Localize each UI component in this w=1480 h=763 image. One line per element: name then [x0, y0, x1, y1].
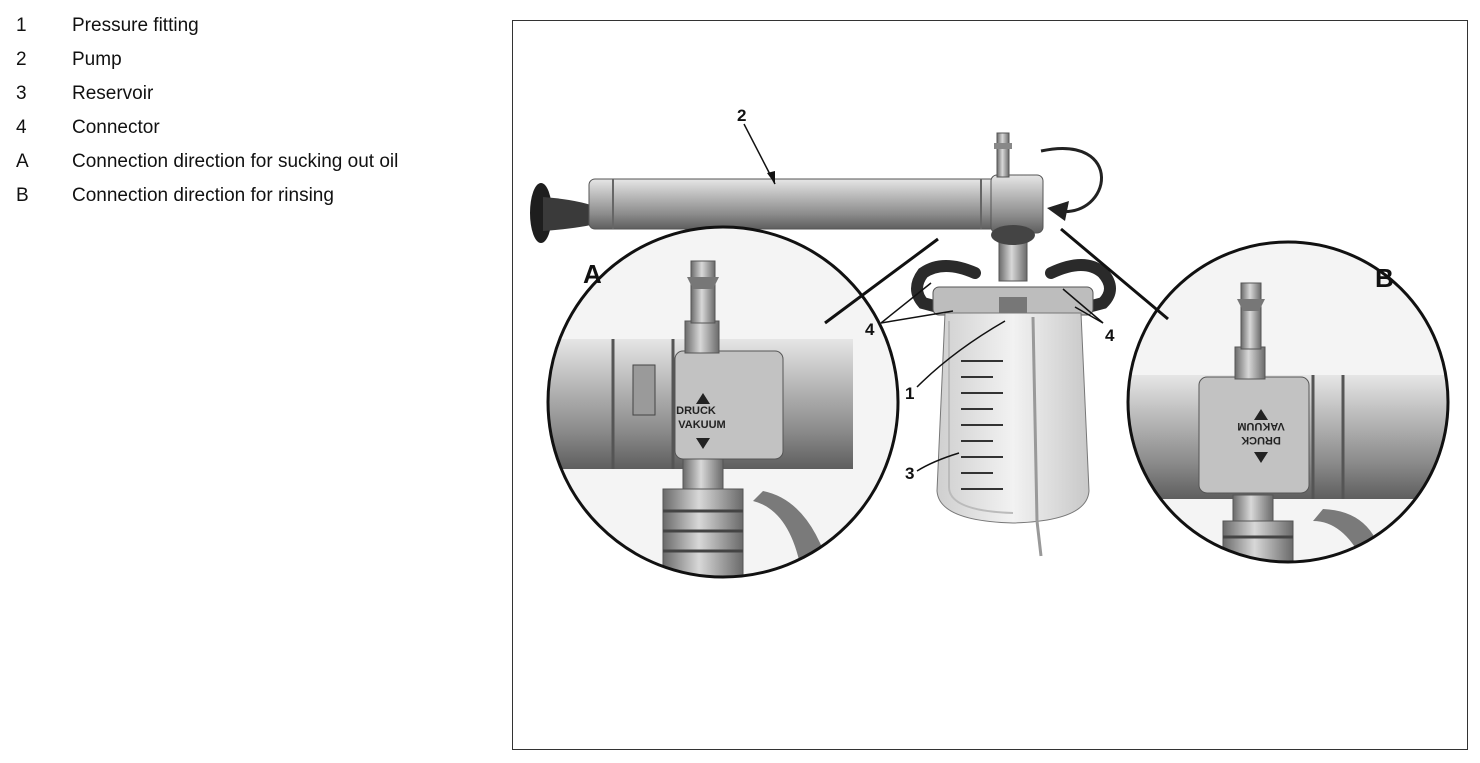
legend-text: Connection direction for rinsing [72, 185, 334, 206]
legend-item-2: 2 Pump [16, 48, 398, 82]
stamp-left-top: DRUCK [676, 405, 716, 417]
stamp-left-bottom: VAKUUM [678, 419, 725, 431]
reservoir-assembly [911, 225, 1116, 557]
legend-key: A [16, 151, 29, 172]
pump-diagram: DRUCK VAKUUM [530, 106, 1450, 579]
callout-4-left: 4 [865, 320, 875, 339]
figure-frame: DRUCK VAKUUM [512, 20, 1468, 750]
legend-item-1: 1 Pressure fitting [16, 14, 398, 48]
connector-left-icon [911, 260, 981, 317]
stamp-right-top: DRUCK [1241, 434, 1281, 446]
magnify-line-b [1060, 227, 1169, 321]
legend-text: Reservoir [72, 83, 154, 104]
legend-item-4: 4 Connector [16, 116, 398, 150]
legend-text: Connection direction for sucking out oil [72, 151, 399, 172]
detail-circle-b: DRUCK VAKUUM [1126, 240, 1450, 564]
callout-3: 3 [905, 464, 914, 483]
detail-circle-a: DRUCK VAKUUM [546, 225, 900, 579]
legend-item-b: B Connection direction for rinsing [16, 184, 398, 218]
label-a: A [583, 259, 602, 289]
callout-2: 2 [737, 106, 746, 125]
pump [530, 132, 1103, 243]
legend-text: Pressure fitting [72, 15, 199, 36]
label-b: B [1375, 263, 1394, 293]
connector-right-icon [1045, 259, 1116, 317]
callout-1: 1 [905, 384, 914, 403]
legend-key: B [16, 185, 29, 206]
legend-key: 4 [16, 117, 27, 138]
stamp-right-bottom: VAKUUM [1237, 420, 1284, 432]
magnify-line-a [824, 237, 939, 325]
legend-key: 1 [16, 15, 27, 36]
legend: 1 Pressure fitting 2 Pump 3 Reservoir 4 … [16, 14, 398, 218]
callout-4-right: 4 [1105, 326, 1115, 345]
legend-text: Pump [72, 49, 122, 70]
legend-key: 3 [16, 83, 27, 104]
legend-key: 2 [16, 49, 27, 70]
legend-item-a: A Connection direction for sucking out o… [16, 150, 398, 184]
legend-text: Connector [72, 117, 160, 138]
rotate-arrow-icon [1040, 147, 1103, 213]
legend-item-3: 3 Reservoir [16, 82, 398, 116]
